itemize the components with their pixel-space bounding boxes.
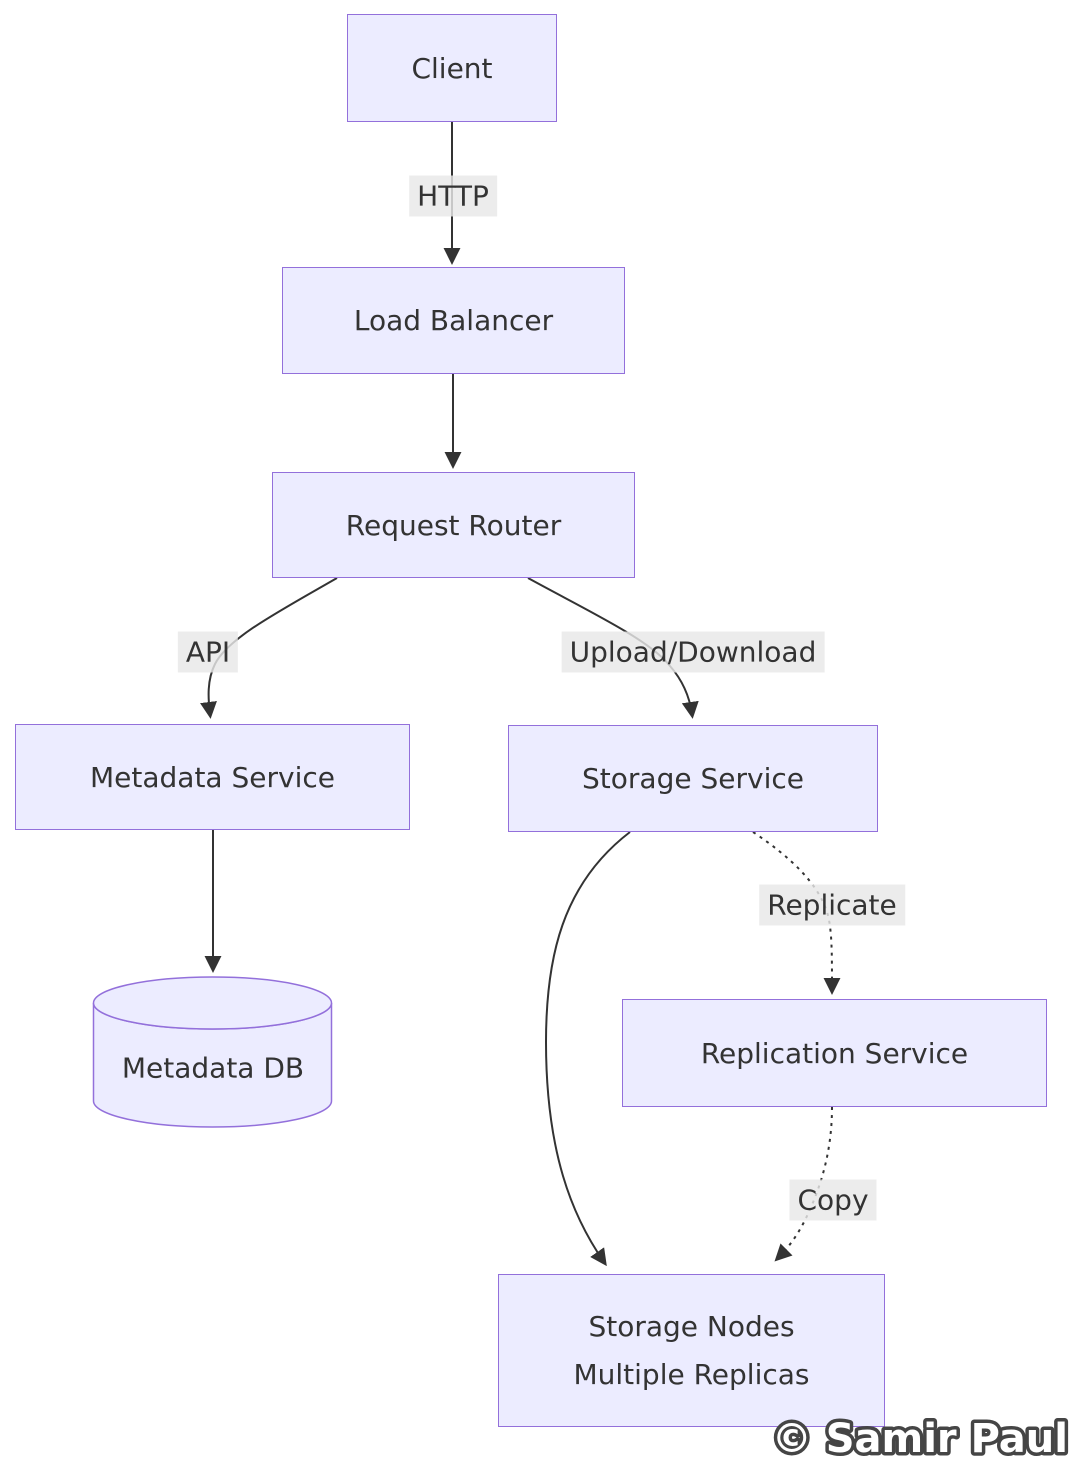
edge-storage-service-storage-nodes [544, 831, 631, 1267]
node-metadata-service: Metadata Service [15, 724, 410, 830]
node-storage-nodes: Storage Nodes Multiple Replicas [498, 1274, 885, 1427]
edge-label-copy: Copy [789, 1179, 877, 1221]
node-replication-service-label: Replication Service [700, 1036, 969, 1070]
node-storage-nodes-label-line1: Storage Nodes [588, 1309, 795, 1343]
node-storage-service-label: Storage Service [582, 762, 804, 795]
node-replication-service: Replication Service [622, 999, 1047, 1107]
edge-label-http: HTTP [409, 175, 497, 217]
node-load-balancer-label: Load Balancer [353, 304, 554, 337]
node-load-balancer: Load Balancer [282, 267, 625, 374]
node-client-label: Client [411, 51, 493, 85]
node-storage-nodes-label-line2: Multiple Replicas [573, 1357, 810, 1391]
metadata-db-cylinder [92, 976, 333, 1128]
node-storage-service: Storage Service [508, 725, 878, 832]
node-request-router: Request Router [272, 472, 635, 578]
edge-label-upload-download: Upload/Download [561, 631, 825, 673]
node-metadata-db-label: Metadata DB [121, 1051, 305, 1085]
node-client: Client [347, 14, 557, 122]
node-metadata-service-label: Metadata Service [90, 760, 335, 794]
edge-label-api: API [177, 631, 239, 673]
node-request-router-label: Request Router [345, 508, 562, 542]
edge-label-replicate: Replicate [759, 884, 905, 926]
